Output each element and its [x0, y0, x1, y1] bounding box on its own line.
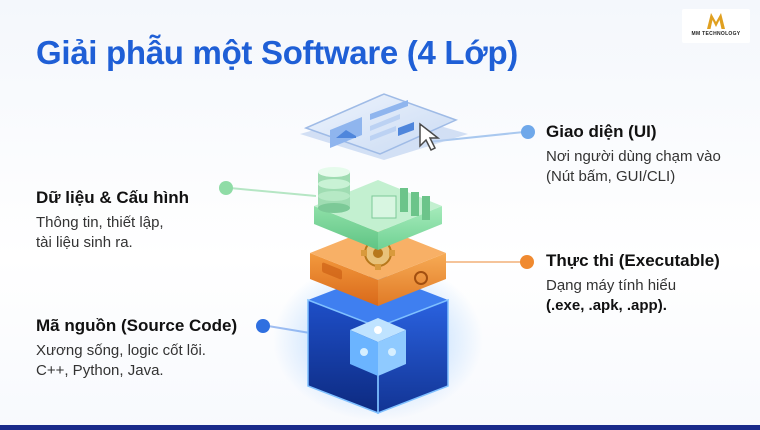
source-layer-desc-line1: Xương sống, logic cốt lõi. — [36, 342, 206, 359]
source-layer-desc-line2: C++, Python, Java. — [36, 362, 164, 379]
layer-data-config — [314, 167, 442, 250]
puzzle-cube-icon — [350, 318, 406, 376]
exec-layer-desc-line2: (.exe, .apk, .app). — [546, 297, 667, 314]
page-title: Giải phẫu một Software (4 Lớp) — [36, 34, 518, 71]
server-rack-icon — [371, 188, 430, 220]
layer-ui — [300, 93, 468, 160]
company-logo: MM TECHNOLOGY — [682, 9, 750, 43]
label-exec-layer: Thực thi (Executable) Dạng máy tính hiểu… — [546, 251, 720, 316]
connector-exec — [440, 255, 534, 269]
data-layer-desc-line2: tài liệu sinh ra. — [36, 234, 133, 251]
data-layer-desc-line1: Thông tin, thiết lập, — [36, 214, 164, 231]
exec-layer-description: Dạng máy tính hiểu (.exe, .apk, .app). — [546, 276, 720, 316]
ui-layer-heading: Giao diện (UI) — [546, 122, 657, 141]
logo-text: MM TECHNOLOGY — [691, 31, 741, 37]
ui-layer-desc-line1: Nơi người dùng chạm vào — [546, 148, 721, 165]
connector-data — [219, 181, 317, 197]
label-source-layer: Mã nguồn (Source Code) Xương sống, logic… — [36, 316, 237, 381]
ui-layer-desc-line2: (Nút bấm, GUI/CLI) — [546, 168, 676, 185]
bottom-accent-bar — [0, 425, 760, 430]
source-layer-heading: Mã nguồn (Source Code) — [36, 316, 238, 335]
window-icon — [330, 100, 414, 148]
ui-layer-description: Nơi người dùng chạm vào (Nút bấm, GUI/CL… — [546, 147, 721, 187]
data-layer-description: Thông tin, thiết lập, tài liệu sinh ra. — [36, 213, 189, 253]
logo-m-icon — [707, 13, 725, 29]
label-data-layer: Dữ liệu & Cấu hình Thông tin, thiết lập,… — [36, 188, 189, 253]
data-layer-heading: Dữ liệu & Cấu hình — [36, 188, 190, 207]
layer-executable — [310, 226, 446, 306]
source-layer-description: Xương sống, logic cốt lõi. C++, Python, … — [36, 341, 237, 381]
exec-layer-desc-line1: Dạng máy tính hiểu — [546, 277, 677, 294]
exec-layer-heading: Thực thi (Executable) — [546, 251, 720, 270]
database-icon — [318, 167, 350, 213]
cursor-icon — [419, 122, 441, 152]
label-ui-layer: Giao diện (UI) Nơi người dùng chạm vào (… — [546, 122, 721, 187]
